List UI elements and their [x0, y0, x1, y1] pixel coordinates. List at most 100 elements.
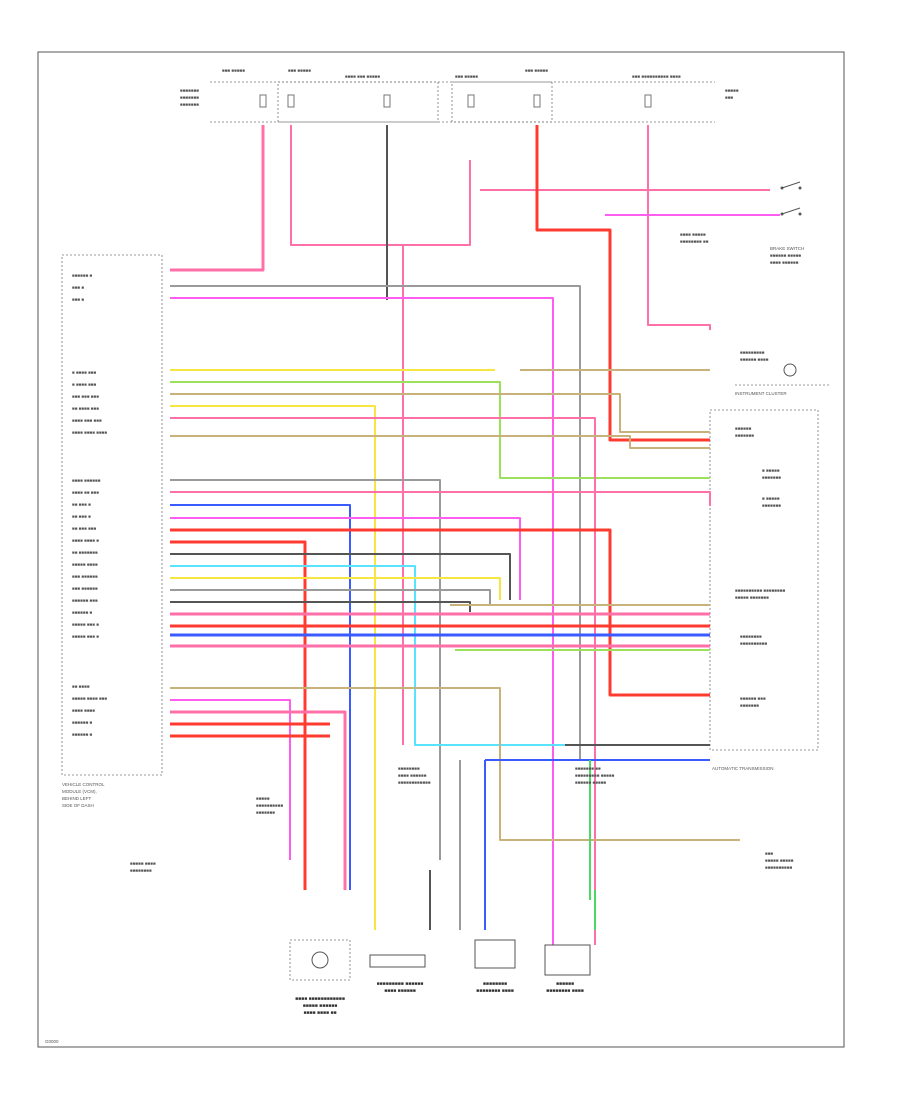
- svg-text:■■■■■■■■: ■■■■■■■■: [483, 981, 507, 987]
- svg-text:■■■ ■■■■■: ■■■ ■■■■■: [455, 74, 478, 79]
- svg-text:BRAKE SWITCH: BRAKE SWITCH: [770, 246, 804, 251]
- wire-ign-2: [290, 125, 471, 246]
- svg-text:■ ■■■■■: ■ ■■■■■: [762, 496, 780, 501]
- svg-text:■■■■■■■■■■■■: ■■■■■■■■■■■■: [398, 780, 431, 785]
- svg-text:■■■■■: ■■■■■: [256, 796, 270, 801]
- svg-text:■■■■■■■■: ■■■■■■■■: [740, 634, 762, 639]
- svg-text:■■■■ ■■■■ ■■: ■■■■ ■■■■ ■■: [304, 1010, 337, 1016]
- wire-brake: [647, 125, 711, 330]
- svg-text:VEHICLE CONTROL: VEHICLE CONTROL: [62, 782, 105, 787]
- wire-vcm-2: [170, 285, 581, 760]
- svg-text:■■■■ ■■■■■■: ■■■■ ■■■■■■: [384, 988, 416, 994]
- wire-b-2: [170, 699, 291, 860]
- sensor-brake-icon: [544, 944, 591, 976]
- svg-text:■■■■ ■■■ ■■■■■: ■■■■ ■■■ ■■■■■: [345, 74, 380, 79]
- svg-text:■■■ ■: ■■■ ■: [72, 285, 84, 290]
- svg-text:■■■■■■■■: ■■■■■■■■: [398, 766, 420, 771]
- svg-text:■■■■■■■■: ■■■■■■■■: [130, 868, 152, 873]
- indicator-lamp-icon: ■■■■■■■■■ ■■■■■■ ■■■■: [740, 350, 797, 377]
- svg-text:■■■■ ■■■■ ■: ■■■■ ■■■■ ■: [72, 538, 99, 543]
- junction-label: ■■■■ ■■■■■: [680, 232, 706, 237]
- wire-pc-10: [170, 589, 491, 606]
- svg-text:■■■■■ ■■■■ ■■■: ■■■■■ ■■■■ ■■■: [72, 696, 107, 701]
- svg-text:■■■■■ ■■■■: ■■■■■ ■■■■: [72, 562, 98, 567]
- svg-text:■■■■■: ■■■■■: [725, 88, 739, 93]
- svg-text:■■■■■■■■ ■■■■: ■■■■■■■■ ■■■■: [546, 988, 584, 994]
- wire-b-3: [170, 710, 347, 890]
- transmission-block: [709, 409, 819, 751]
- svg-text:■■ ■■■ ■: ■■ ■■■ ■: [72, 514, 91, 519]
- svg-text:■■■■■■ ■■■: ■■■■■■ ■■■: [72, 598, 98, 603]
- svg-text:■■■■■ ■■■ ■: ■■■■■ ■■■ ■: [72, 622, 99, 627]
- svg-text:■■■■■■■■■■: ■■■■■■■■■■: [740, 641, 767, 646]
- svg-text:■■■■ ■■■■■■: ■■■■ ■■■■■■: [398, 773, 427, 778]
- svg-text:■■■■■■■■■■: ■■■■■■■■■■: [765, 865, 792, 870]
- svg-text:■■■ ■■■■■■: ■■■ ■■■■■■: [72, 586, 98, 591]
- svg-text:■■■■■■■■ ■■■■: ■■■■■■■■ ■■■■: [476, 988, 514, 994]
- svg-text:■■■■ ■■■■■■: ■■■■ ■■■■■■: [72, 478, 101, 483]
- fuse-icon: [259, 94, 652, 108]
- wire-shift-b: [170, 381, 710, 479]
- svg-text:■ ■■■■ ■■■: ■ ■■■■ ■■■: [72, 370, 97, 375]
- footer-code: G0000: [45, 1039, 59, 1044]
- svg-text:■■■■■■■■■ ■■■■■: ■■■■■■■■■ ■■■■■: [575, 773, 615, 778]
- wire-pc-6: [170, 540, 307, 890]
- svg-text:■■■■■■■: ■■■■■■■: [180, 95, 199, 100]
- svg-text:■■■■■ ■■■ ■: ■■■■■ ■■■ ■: [72, 634, 99, 639]
- svg-text:■■■■■ ■■■■■■: ■■■■■ ■■■■■■: [303, 1003, 338, 1009]
- svg-text:■■■■ ■■■■■■■■■■■■: ■■■■ ■■■■■■■■■■■■: [295, 996, 345, 1002]
- svg-text:■■■■■■■■■ ■■■■■■: ■■■■■■■■■ ■■■■■■: [377, 981, 424, 987]
- svg-text:■■■ ■: ■■■ ■: [72, 297, 84, 302]
- wire-vcm-3: [170, 297, 554, 945]
- svg-text:■ ■■■■ ■■■: ■ ■■■■ ■■■: [72, 382, 97, 387]
- svg-text:■■■ ■■■■■: ■■■ ■■■■■: [222, 68, 245, 73]
- svg-text:SIDE OF DASH: SIDE OF DASH: [62, 803, 94, 808]
- svg-text:■■■■■■■: ■■■■■■■: [180, 88, 199, 93]
- svg-text:■■■■■ ■■■■■■■: ■■■■■ ■■■■■■■: [735, 595, 769, 600]
- wire-vss: [170, 405, 376, 930]
- svg-text:■■■■■■■: ■■■■■■■: [740, 703, 759, 708]
- svg-text:■■■■ ■■■■: ■■■■ ■■■■: [72, 708, 95, 713]
- svg-text:■■■■■■■: ■■■■■■■: [762, 475, 781, 480]
- svg-text:■■ ■■■ ■■■: ■■ ■■■ ■■■: [72, 526, 97, 531]
- wire-pc-3: [170, 504, 351, 890]
- svg-text:■■■■■■ ■■■■: ■■■■■■ ■■■■: [740, 357, 769, 362]
- svg-text:■■■ ■■■ ■■■: ■■■ ■■■ ■■■: [72, 394, 99, 399]
- svg-text:■■■■■■■■■: ■■■■■■■■■: [740, 350, 765, 355]
- wire-b-1: [170, 687, 740, 841]
- wire-tcc: [170, 393, 710, 433]
- svg-text:■■■■■■ ■■■■■: ■■■■■■ ■■■■■: [575, 780, 606, 785]
- wire-pc-2: [170, 491, 711, 506]
- svg-text:■■■■■■■: ■■■■■■■: [735, 433, 754, 438]
- svg-text:■■ ■■■ ■: ■■ ■■■ ■: [72, 502, 91, 507]
- svg-text:■■■ ■■■■■■: ■■■ ■■■■■■: [72, 574, 98, 579]
- svg-text:■■■: ■■■: [765, 851, 773, 856]
- svg-text:■■■■■■: ■■■■■■: [556, 981, 574, 987]
- svg-text:■■■: ■■■: [725, 95, 733, 100]
- transmission-label: AUTOMATIC TRANSMISSION: [712, 766, 774, 771]
- svg-text:■■■■■■■■■■: ■■■■■■■■■■: [256, 803, 283, 808]
- svg-text:■■■■■■: ■■■■■■: [735, 426, 752, 431]
- svg-text:■■■ ■■■■■■■■■■ ■■■■: ■■■ ■■■■■■■■■■ ■■■■: [632, 74, 681, 79]
- svg-text:■■■■ ■■■■■■: ■■■■ ■■■■■■: [770, 260, 799, 265]
- wires: [170, 125, 780, 945]
- svg-text:■ ■■■■■: ■ ■■■■■: [762, 468, 780, 473]
- vcm-module: [61, 254, 163, 776]
- svg-text:■■■■■■ ■: ■■■■■■ ■: [72, 273, 93, 278]
- svg-text:■■■■ ■■■■ ■■■■: ■■■■ ■■■■ ■■■■: [72, 430, 107, 435]
- svg-text:MODULE (VCM),: MODULE (VCM),: [62, 789, 97, 794]
- svg-text:■■■■■■■■■■ ■■■■■■■■: ■■■■■■■■■■ ■■■■■■■■: [735, 588, 785, 593]
- wire-trs: [170, 435, 710, 449]
- wire-pc-8: [170, 565, 710, 746]
- brake-switch-icon: BRAKE SWITCH ■■■■■■ ■■■■■ ■■■■ ■■■■■■: [770, 181, 804, 265]
- svg-text:■■ ■■■■: ■■ ■■■■: [72, 684, 90, 689]
- svg-text:■■■■■■■: ■■■■■■■: [180, 102, 199, 107]
- instrument-cluster-label: INSTRUMENT CLUSTER: [735, 391, 787, 396]
- svg-text:BEHIND LEFT: BEHIND LEFT: [62, 796, 92, 801]
- svg-text:■■■■■■ ■■■■■: ■■■■■■ ■■■■■: [770, 253, 801, 258]
- vcm-pin-labels: ■■■■■■ ■ ■■■ ■ ■■■ ■ ■ ■■■■ ■■■ ■ ■■■■ ■…: [72, 273, 107, 737]
- mid-annotations: ■■■■■ ■■■■■■■■■■ ■■■■■■■ ■■■■■ ■■■■ ■■■■…: [130, 766, 794, 873]
- vcm-caption: VEHICLE CONTROL MODULE (VCM), BEHIND LEF…: [62, 782, 105, 808]
- svg-text:■■■■■■ ■■■: ■■■■■■ ■■■: [740, 696, 766, 701]
